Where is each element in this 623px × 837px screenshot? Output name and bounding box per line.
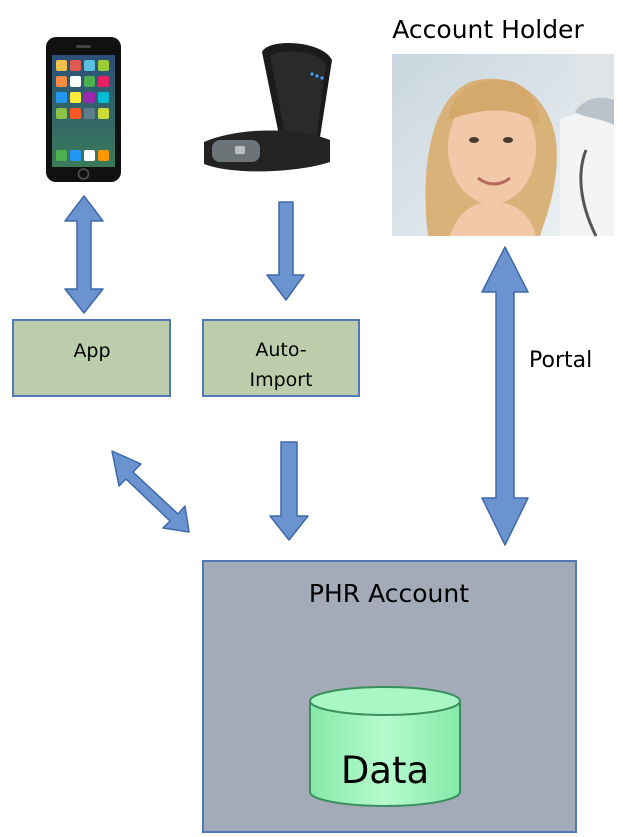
- account-holder-label: Account Holder: [392, 15, 584, 44]
- app-box: App: [12, 319, 171, 397]
- fitness-band-icon: [204, 42, 332, 172]
- smartphone-icon: [46, 37, 121, 182]
- app-box-label: App: [73, 340, 110, 362]
- data-store-cylinder: [309, 686, 461, 807]
- data-store-label: Data: [341, 749, 429, 792]
- account-holder-photo: [392, 54, 614, 237]
- phone-app-arrow: [64, 195, 104, 314]
- portal-label: Portal: [529, 348, 592, 373]
- phr-account-label: PHR Account: [309, 579, 469, 608]
- band-autoimport-arrow: [266, 201, 305, 301]
- auto-import-label-line1: Auto-: [255, 339, 306, 361]
- auto-import-box: Auto- Import: [202, 319, 360, 397]
- portal-arrow: [481, 246, 529, 546]
- app-phr-arrow: [111, 450, 190, 533]
- auto-import-label-line2: Import: [249, 369, 312, 391]
- autoimport-phr-arrow: [269, 441, 309, 541]
